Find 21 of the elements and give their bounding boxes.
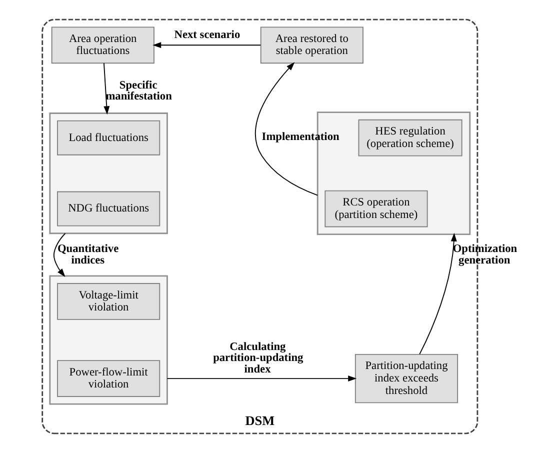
arrow <box>152 42 261 48</box>
node-box: Load fluctuations <box>56 120 160 156</box>
arrow <box>166 376 356 382</box>
cluster <box>48 275 168 405</box>
cluster <box>48 112 168 234</box>
node-box: Voltage-limit violation <box>56 283 160 320</box>
edge-label: Quantitative indices <box>56 242 118 266</box>
node-box: HES regulation (operation scheme) <box>358 119 462 156</box>
edge-label: Implementation <box>261 130 339 143</box>
arrow <box>52 232 66 278</box>
node-box: Partition-updating index exceeds threshold <box>354 354 458 404</box>
node-box: Power-flow-limit violation <box>56 360 160 397</box>
arrow <box>102 62 110 115</box>
edge-label: Calculating partition-updating index <box>212 340 303 376</box>
arrow <box>418 232 456 355</box>
node-box: RCS operation (partition scheme) <box>324 190 428 228</box>
arrow <box>254 62 318 196</box>
node-box: NDG fluctuations <box>56 191 160 226</box>
edge-label: Next scenario <box>174 29 240 42</box>
node-box: Area restored to stable operation <box>260 26 363 64</box>
node-box: Area operation fluctuations <box>50 26 154 64</box>
